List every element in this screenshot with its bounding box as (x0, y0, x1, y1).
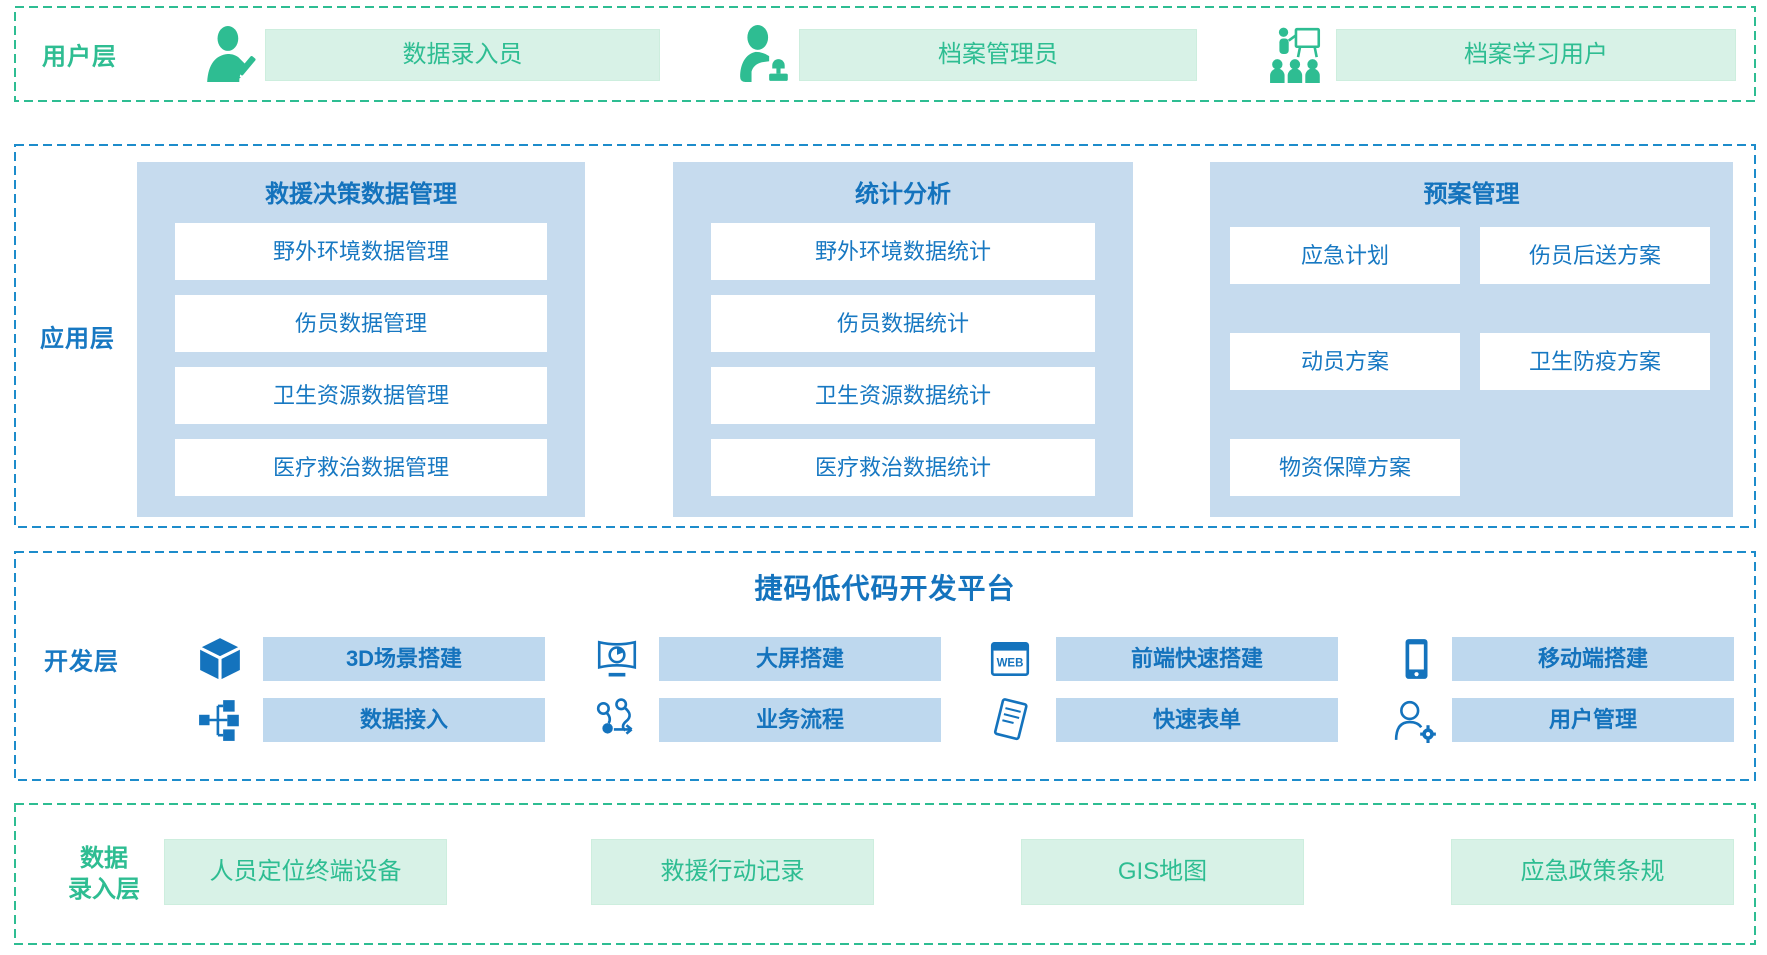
user-role-box: 档案学习用户 (1336, 29, 1736, 81)
app-item: 动员方案 (1230, 333, 1460, 390)
data-source-box: GIS地图 (1021, 839, 1304, 905)
big-screen-icon (594, 636, 640, 682)
statistics-analysis-column: 统计分析 野外环境数据统计 伤员数据统计 卫生资源数据统计 医疗救治数据统计 (673, 162, 1133, 517)
data-entry-layer-label: 数据 录入层 (44, 843, 164, 905)
learning-users-icon (1268, 24, 1326, 84)
user-layer: 用户层 数据录入员 档案管理员 (14, 6, 1756, 102)
column-title: 统计分析 (855, 181, 951, 208)
column-title: 救援决策数据管理 (265, 181, 457, 208)
user-layer-label: 用户层 (42, 43, 117, 71)
app-item: 伤员数据管理 (175, 295, 547, 352)
development-layer: 开发层 捷码低代码开发平台 3D场景搭建 大屏搭建 WEB (14, 551, 1756, 781)
user-role-box: 数据录入员 (265, 29, 660, 81)
app-item: 应急计划 (1230, 227, 1460, 284)
app-item: 卫生资源数据管理 (175, 367, 547, 424)
dev-module: 前端快速搭建 (1056, 637, 1338, 681)
workflow-icon (594, 697, 640, 743)
app-item: 伤员后送方案 (1480, 227, 1710, 284)
app-item: 卫生资源数据统计 (711, 367, 1095, 424)
app-item: 伤员数据统计 (711, 295, 1095, 352)
user-role-box: 档案管理员 (799, 29, 1197, 81)
dev-module: 3D场景搭建 (263, 637, 545, 681)
dev-module: 数据接入 (263, 698, 545, 742)
rescue-decision-data-column: 救援决策数据管理 野外环境数据管理 伤员数据管理 卫生资源数据管理 医疗救治数据… (137, 162, 585, 517)
data-source-box: 救援行动记录 (591, 839, 874, 905)
development-layer-label: 开发层 (44, 648, 119, 676)
data-entry-person-icon (202, 24, 260, 84)
form-icon (987, 697, 1033, 743)
application-layer-label: 应用层 (40, 325, 115, 353)
mobile-phone-icon (1393, 636, 1439, 682)
platform-title: 捷码低代码开发平台 (754, 573, 1016, 604)
dev-module: 用户管理 (1452, 698, 1734, 742)
data-source-box: 人员定位终端设备 (164, 839, 447, 905)
data-entry-layer-label-line1: 数据 (80, 844, 128, 872)
plan-management-column: 预案管理 应急计划 伤员后送方案 动员方案 卫生防疫方案 物资保障方案 (1210, 162, 1733, 517)
app-item: 物资保障方案 (1230, 439, 1460, 496)
data-tree-icon (197, 697, 243, 743)
data-source-box: 应急政策条规 (1451, 839, 1734, 905)
user-gear-icon (1393, 697, 1439, 743)
app-item: 野外环境数据管理 (175, 223, 547, 280)
data-entry-layer: 数据 录入层 人员定位终端设备 救援行动记录 GIS地图 应急政策条规 (14, 803, 1756, 945)
cube-3d-icon (197, 636, 243, 682)
app-item: 医疗救治数据统计 (711, 439, 1095, 496)
svg-text:WEB: WEB (997, 657, 1024, 669)
application-layer: 应用层 救援决策数据管理 野外环境数据管理 伤员数据管理 卫生资源数据管理 医疗… (14, 144, 1756, 528)
column-title: 预案管理 (1423, 181, 1520, 208)
dev-module: 大屏搭建 (659, 637, 941, 681)
dev-module: 业务流程 (659, 698, 941, 742)
app-item: 医疗救治数据管理 (175, 439, 547, 496)
data-entry-layer-label-line2: 录入层 (68, 876, 140, 903)
archive-manager-icon (736, 24, 794, 84)
dev-module: 快速表单 (1056, 698, 1338, 742)
web-browser-icon: WEB (987, 636, 1033, 682)
app-item: 野外环境数据统计 (711, 223, 1095, 280)
app-item: 卫生防疫方案 (1480, 333, 1710, 390)
dev-module: 移动端搭建 (1452, 637, 1734, 681)
